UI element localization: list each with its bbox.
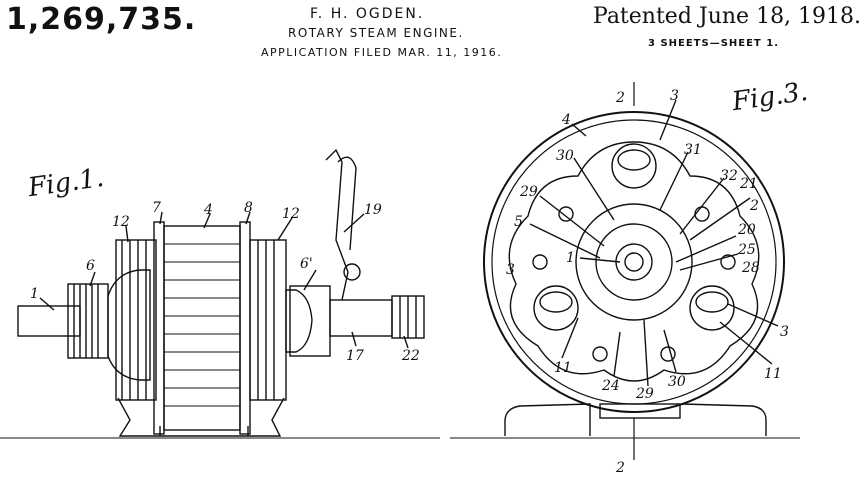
fig1-ref-8: 8 xyxy=(244,200,253,216)
fig1-ref-6: 6 xyxy=(86,258,95,274)
fig3-ref-24: 24 xyxy=(601,378,620,394)
fig3-ref-1: 1 xyxy=(566,250,575,266)
fig3-ref-11-right: 11 xyxy=(764,366,782,382)
fig3-ref-2-right: 2 xyxy=(749,198,759,214)
fig1-base xyxy=(117,397,285,437)
fig3-cylinder-top xyxy=(611,143,657,189)
fig3-ref-29-top: 29 xyxy=(519,184,538,200)
fig1-ref-17: 17 xyxy=(346,348,364,364)
fig1-ref-7: 7 xyxy=(152,200,161,216)
fig1-governor-lever xyxy=(325,148,349,301)
fig3-ref-3-left: 3 xyxy=(506,262,515,278)
fig3-ref-28: 28 xyxy=(741,260,760,276)
fig3-ref-31: 31 xyxy=(684,142,702,158)
fig3-ref-30-top: 30 xyxy=(556,148,574,164)
fig3-hub-outer xyxy=(575,203,693,321)
fig3-ref-32: 32 xyxy=(720,168,738,184)
fig1-ref-19: 19 xyxy=(364,202,382,218)
fig3-ref-29-bottom: 29 xyxy=(635,386,654,402)
fig1-ref-4: 4 xyxy=(203,202,213,218)
patent-number: 1,269,735. xyxy=(6,2,197,37)
fig3-ref-3-right: 3 xyxy=(780,324,789,340)
inventor-name: F. H. OGDEN. xyxy=(310,6,425,22)
sheet-info: 3 SHEETS—SHEET 1. xyxy=(648,38,779,49)
fig3-shaft xyxy=(615,243,653,281)
patent-title: ROTARY STEAM ENGINE. xyxy=(288,26,464,40)
fig1-ref-12-left: 12 xyxy=(112,214,130,230)
fig1-ref-22: 22 xyxy=(401,348,420,364)
fig3-ref-30-bottom: 30 xyxy=(668,374,686,390)
fig3-outer-casing xyxy=(483,111,785,413)
fig3-ref-2-top: 2 xyxy=(615,90,625,106)
application-date: APPLICATION FILED MAR. 11, 1916. xyxy=(261,46,503,59)
fig3-drawing: 2 3 4 30 31 32 21 2 29 5 20 1 25 3 28 3 … xyxy=(450,82,800,476)
patented-date: Patented June 18, 1918. xyxy=(593,4,861,29)
fig1-ref-1: 1 xyxy=(30,286,39,302)
fig3-ref-4: 4 xyxy=(561,112,571,128)
fig3-ref-2-bottom: 2 xyxy=(615,460,625,476)
fig1-left-cylinder xyxy=(115,239,157,401)
fig3-ref-3-top: 3 xyxy=(670,88,679,104)
fig3-ref-5: 5 xyxy=(514,214,523,230)
fig3-ref-11-left: 11 xyxy=(554,360,572,376)
fig1-drawing: 1 6 12 7 4 8 12 19 6' 17 22 xyxy=(0,148,440,439)
fig1-right-housing xyxy=(285,289,313,353)
fig1-governor-pivot xyxy=(343,263,361,281)
fig3-base-left xyxy=(504,403,591,436)
fig3-base-right xyxy=(681,403,767,436)
fig3-ref-20: 20 xyxy=(737,222,756,238)
fig3-ref-21: 21 xyxy=(739,176,758,192)
fig3-ref-25: 25 xyxy=(737,242,756,258)
fig3-cylinder-right xyxy=(689,285,735,331)
fig3-hub-mid xyxy=(595,223,673,301)
fig3-cylinder-left xyxy=(533,285,579,331)
fig3-rotor-body xyxy=(508,141,760,382)
fig1-ref-6prime: 6' xyxy=(300,256,313,272)
fig1-ref-12-right: 12 xyxy=(282,206,300,222)
